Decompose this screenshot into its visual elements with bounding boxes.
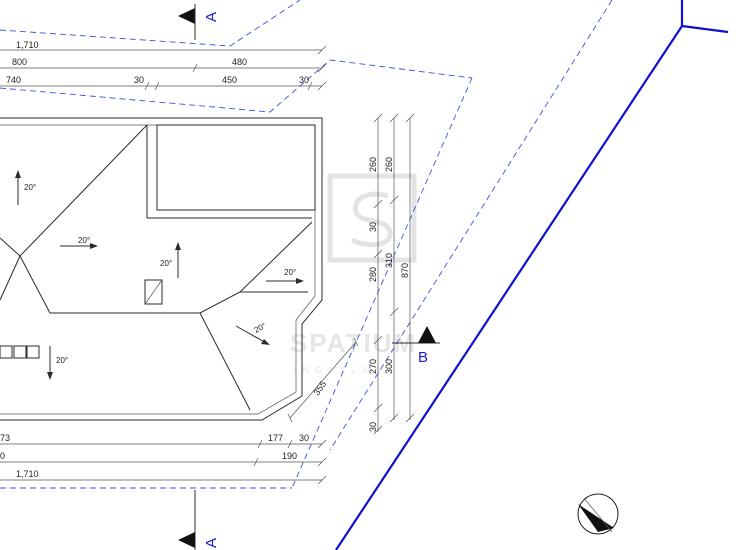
slope-label: 20° <box>253 321 268 335</box>
dimension-label: 870 <box>400 263 410 278</box>
slope-label: 20° <box>160 259 172 268</box>
section-marker-b: B <box>392 326 440 366</box>
section-label-a: A <box>203 538 220 548</box>
section-label-a: A <box>203 12 220 22</box>
watermark-subtitle: INGATLAN <box>294 365 386 375</box>
dimension-label: 740 <box>6 75 21 85</box>
dimension-label: 310 <box>384 253 394 268</box>
dimension-label: 30 <box>299 433 309 443</box>
section-label-b: B <box>418 349 428 366</box>
dimension-label: 30 <box>368 422 378 432</box>
slope-label: 20° <box>24 183 36 192</box>
dimension-label: 0 <box>0 451 5 461</box>
slope-label: 20° <box>284 268 296 277</box>
dimension-label: 355 <box>311 379 328 397</box>
slope-label: 20° <box>56 356 68 365</box>
dimension-label: 30 <box>299 75 309 85</box>
dimension-label: 190 <box>282 451 297 461</box>
slope-arrows <box>15 170 304 380</box>
bottom-dimensions: 73 177 30 0 190 1,710 <box>0 433 327 485</box>
dimension-label: 177 <box>268 433 283 443</box>
dimension-label: 260 <box>368 157 378 172</box>
dimension-label: 300 <box>384 359 394 374</box>
dimension-label: 270 <box>368 359 378 374</box>
vertical-dimensions: 260 30 280 270 30 260 310 300 870 <box>368 113 415 435</box>
dimension-label: 280 <box>368 267 378 282</box>
dimension-label: 800 <box>12 57 27 67</box>
dimension-label: 30 <box>134 75 144 85</box>
building-outline <box>0 117 323 421</box>
dimension-label: 73 <box>0 433 10 443</box>
section-marker-a-top: A <box>178 4 220 40</box>
dimension-label: 30 <box>368 222 378 232</box>
north-arrow-icon <box>577 493 619 535</box>
dimension-label: 1,710 <box>16 469 39 479</box>
dimension-label: 480 <box>232 57 247 67</box>
slope-label: 20° <box>78 236 90 245</box>
dimension-label: 450 <box>222 75 237 85</box>
section-marker-a-bottom: A <box>178 490 220 550</box>
dimension-label: 260 <box>384 157 394 172</box>
plot-boundary <box>335 0 729 550</box>
dimension-label: 1,710 <box>16 40 39 50</box>
top-dimensions: 1,710 800 480 740 30 450 30 <box>0 40 327 91</box>
